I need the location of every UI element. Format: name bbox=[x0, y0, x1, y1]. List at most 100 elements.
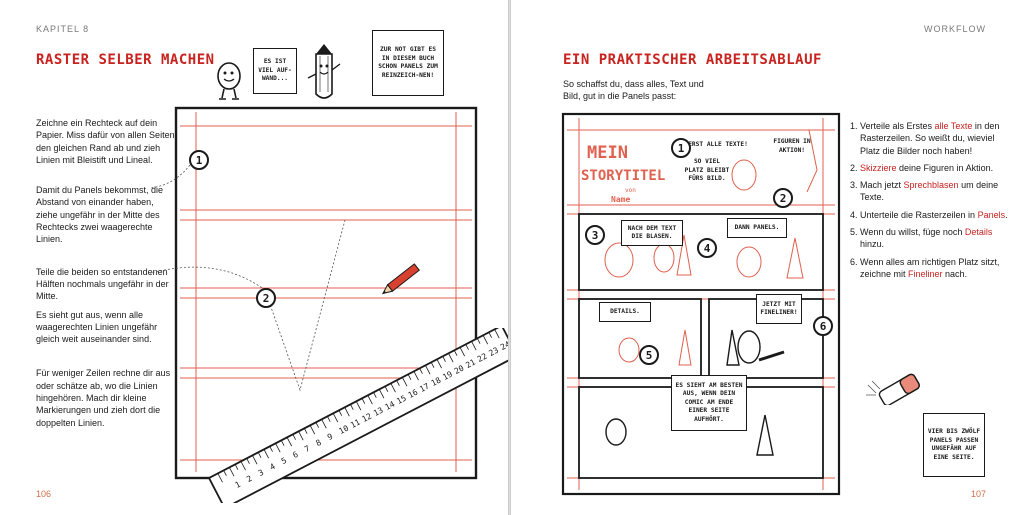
ruler-tick bbox=[275, 443, 281, 453]
ruler-tick bbox=[425, 365, 431, 375]
comic-bubble-6: DETAILS. bbox=[599, 302, 651, 322]
ruler-number: 21 bbox=[464, 357, 477, 370]
step-item-5: Wenn du willst, füge noch Details hinzu. bbox=[860, 226, 1010, 251]
ruler-tick bbox=[390, 383, 396, 393]
pencil-character-icon bbox=[307, 44, 341, 99]
ruler-tick bbox=[309, 425, 316, 435]
step-marker-2: 2 bbox=[256, 288, 276, 308]
ruler-tick bbox=[286, 437, 293, 447]
ruler-tick bbox=[453, 350, 458, 356]
ruler-number: 13 bbox=[372, 406, 385, 419]
comic-bubble-8: ES SIEHT AM BESTEN AUS, WENN DEIN COMIC … bbox=[671, 375, 747, 431]
ruler-number: 4 bbox=[268, 462, 277, 472]
ruler-tick bbox=[338, 410, 343, 416]
left-instructions: Zeichne ein Rechteck auf dein Papier. Mi… bbox=[36, 117, 176, 429]
ruler-tick bbox=[350, 404, 354, 410]
ruler-number: 12 bbox=[361, 412, 374, 425]
left-page: KAPITEL 8 RASTER SELBER MACHEN ES IST VI… bbox=[0, 0, 508, 515]
comic-marker-1: 1 bbox=[671, 138, 691, 158]
comic-logo-by: von bbox=[625, 187, 636, 194]
ruler-number: 5 bbox=[280, 456, 289, 466]
ruler-number: 3 bbox=[257, 468, 266, 478]
ruler-tick bbox=[263, 449, 269, 459]
ruler-number: 6 bbox=[291, 450, 300, 460]
running-head-right: WORKFLOW bbox=[924, 24, 986, 34]
speech-bubble-panels: ZUR NOT GIBT ES IN DIESEM BUCH SCHON PAN… bbox=[372, 30, 444, 96]
comic-marker-2: 2 bbox=[773, 188, 793, 208]
ruler-tick bbox=[292, 434, 296, 440]
ruler-tick bbox=[465, 344, 469, 350]
workflow-steps: Verteile als Erstes alle Texte in den Ra… bbox=[848, 120, 1010, 285]
ruler-tick bbox=[459, 347, 465, 357]
step-marker-1: 1 bbox=[189, 150, 209, 170]
ruler-number: 24 bbox=[499, 339, 508, 352]
step-item-3: Mach jetzt Sprechblasen um deine Texte. bbox=[860, 179, 1010, 204]
comic-text-3: FIGUREN IN AKTION! bbox=[773, 138, 811, 154]
ruler-tick bbox=[367, 395, 373, 405]
ruler-number: 9 bbox=[326, 432, 335, 442]
paragraph-4: Es sieht gut aus, wenn alle waagerechten… bbox=[36, 309, 158, 345]
step-item-4: Unterteile die Rasterzeilen in Panels. bbox=[860, 209, 1010, 221]
ruler-tick bbox=[471, 341, 477, 351]
speech-bubble-effort: ES IST VIEL AUF-WAND... bbox=[253, 48, 297, 94]
ruler-tick bbox=[373, 392, 377, 398]
ruler-number: 1 bbox=[234, 480, 243, 490]
ruler-tick bbox=[384, 386, 389, 392]
comic-logo-line1: MEIN bbox=[587, 143, 628, 163]
page-title-left: RASTER SELBER MACHEN bbox=[36, 52, 215, 68]
step-item-6: Wenn alles am richtigen Platz sitzt, zei… bbox=[860, 256, 1010, 281]
ruler-tick bbox=[436, 359, 442, 369]
right-page: WORKFLOW EIN PRAKTISCHER ARBEITSABLAUF S… bbox=[511, 0, 1020, 515]
bean-character-icon bbox=[217, 62, 241, 100]
ruler-tick bbox=[482, 335, 489, 345]
ruler-number: 11 bbox=[349, 418, 362, 431]
ruler-number: 2 bbox=[245, 474, 254, 484]
ruler-tick bbox=[430, 362, 435, 368]
ruler-tick bbox=[315, 422, 320, 428]
ruler-tick bbox=[246, 458, 250, 464]
running-head-left: KAPITEL 8 bbox=[36, 24, 90, 34]
paragraph-5: Für weniger Zeilen rechne dir aus oder s… bbox=[36, 368, 171, 428]
ruler-tick bbox=[448, 353, 454, 363]
ruler-tick bbox=[361, 398, 366, 404]
ruler-tick bbox=[252, 455, 258, 465]
paragraph-2: Damit du Panels bekommst, die Abstand vo… bbox=[36, 185, 164, 245]
paragraph-3: Teile die beiden so entstandenen Hälften… bbox=[36, 266, 169, 302]
ruler-tick bbox=[476, 338, 481, 344]
ruler-tick bbox=[442, 356, 446, 362]
comic-logo-name: Name bbox=[611, 195, 630, 204]
comic-text-1: ERST ALLE TEXTE! bbox=[688, 141, 748, 148]
folio-right: 107 bbox=[970, 489, 986, 499]
ruler-number: 17 bbox=[418, 381, 431, 394]
ruler-tick bbox=[344, 407, 350, 417]
ruler-tick bbox=[488, 332, 492, 338]
comic-marker-4: 4 bbox=[697, 238, 717, 258]
ruler-tick bbox=[332, 413, 339, 423]
comic-bubble-7: JETZT MIT FINELINER! bbox=[756, 294, 802, 324]
ruler-tick bbox=[396, 380, 400, 386]
ruler-tick bbox=[280, 440, 285, 446]
ruler-number: 14 bbox=[384, 400, 397, 413]
ruler-tick bbox=[234, 464, 239, 470]
ruler-number: 8 bbox=[314, 438, 323, 448]
ruler-number: 15 bbox=[395, 393, 408, 406]
ruler-tick bbox=[240, 461, 246, 471]
ruler-number: 7 bbox=[303, 444, 312, 454]
note-bubble: VIER BIS ZWÖLF PANELS PASSEN UNGEFÄHR AU… bbox=[923, 413, 985, 477]
ruler-tick bbox=[217, 473, 223, 483]
comic-bubble-5: DANN PANELS. bbox=[727, 218, 787, 238]
ruler-tick bbox=[229, 467, 235, 477]
comic-bubble-4: NACH DEM TEXT DIE BLASEN. bbox=[621, 220, 683, 246]
folio-left: 106 bbox=[36, 489, 52, 499]
step-item-1: Verteile als Erstes alle Texte in den Ra… bbox=[860, 120, 1010, 157]
ruler-tick bbox=[327, 416, 331, 422]
ruler-tick bbox=[223, 470, 227, 476]
book-gutter bbox=[508, 0, 511, 515]
step-item-2: Skizziere deine Figuren in Aktion. bbox=[860, 162, 1010, 174]
ruler-tick bbox=[419, 368, 423, 374]
ruler-tick bbox=[303, 428, 308, 434]
ruler-tick bbox=[494, 329, 500, 339]
ruler-number: 16 bbox=[407, 387, 420, 400]
